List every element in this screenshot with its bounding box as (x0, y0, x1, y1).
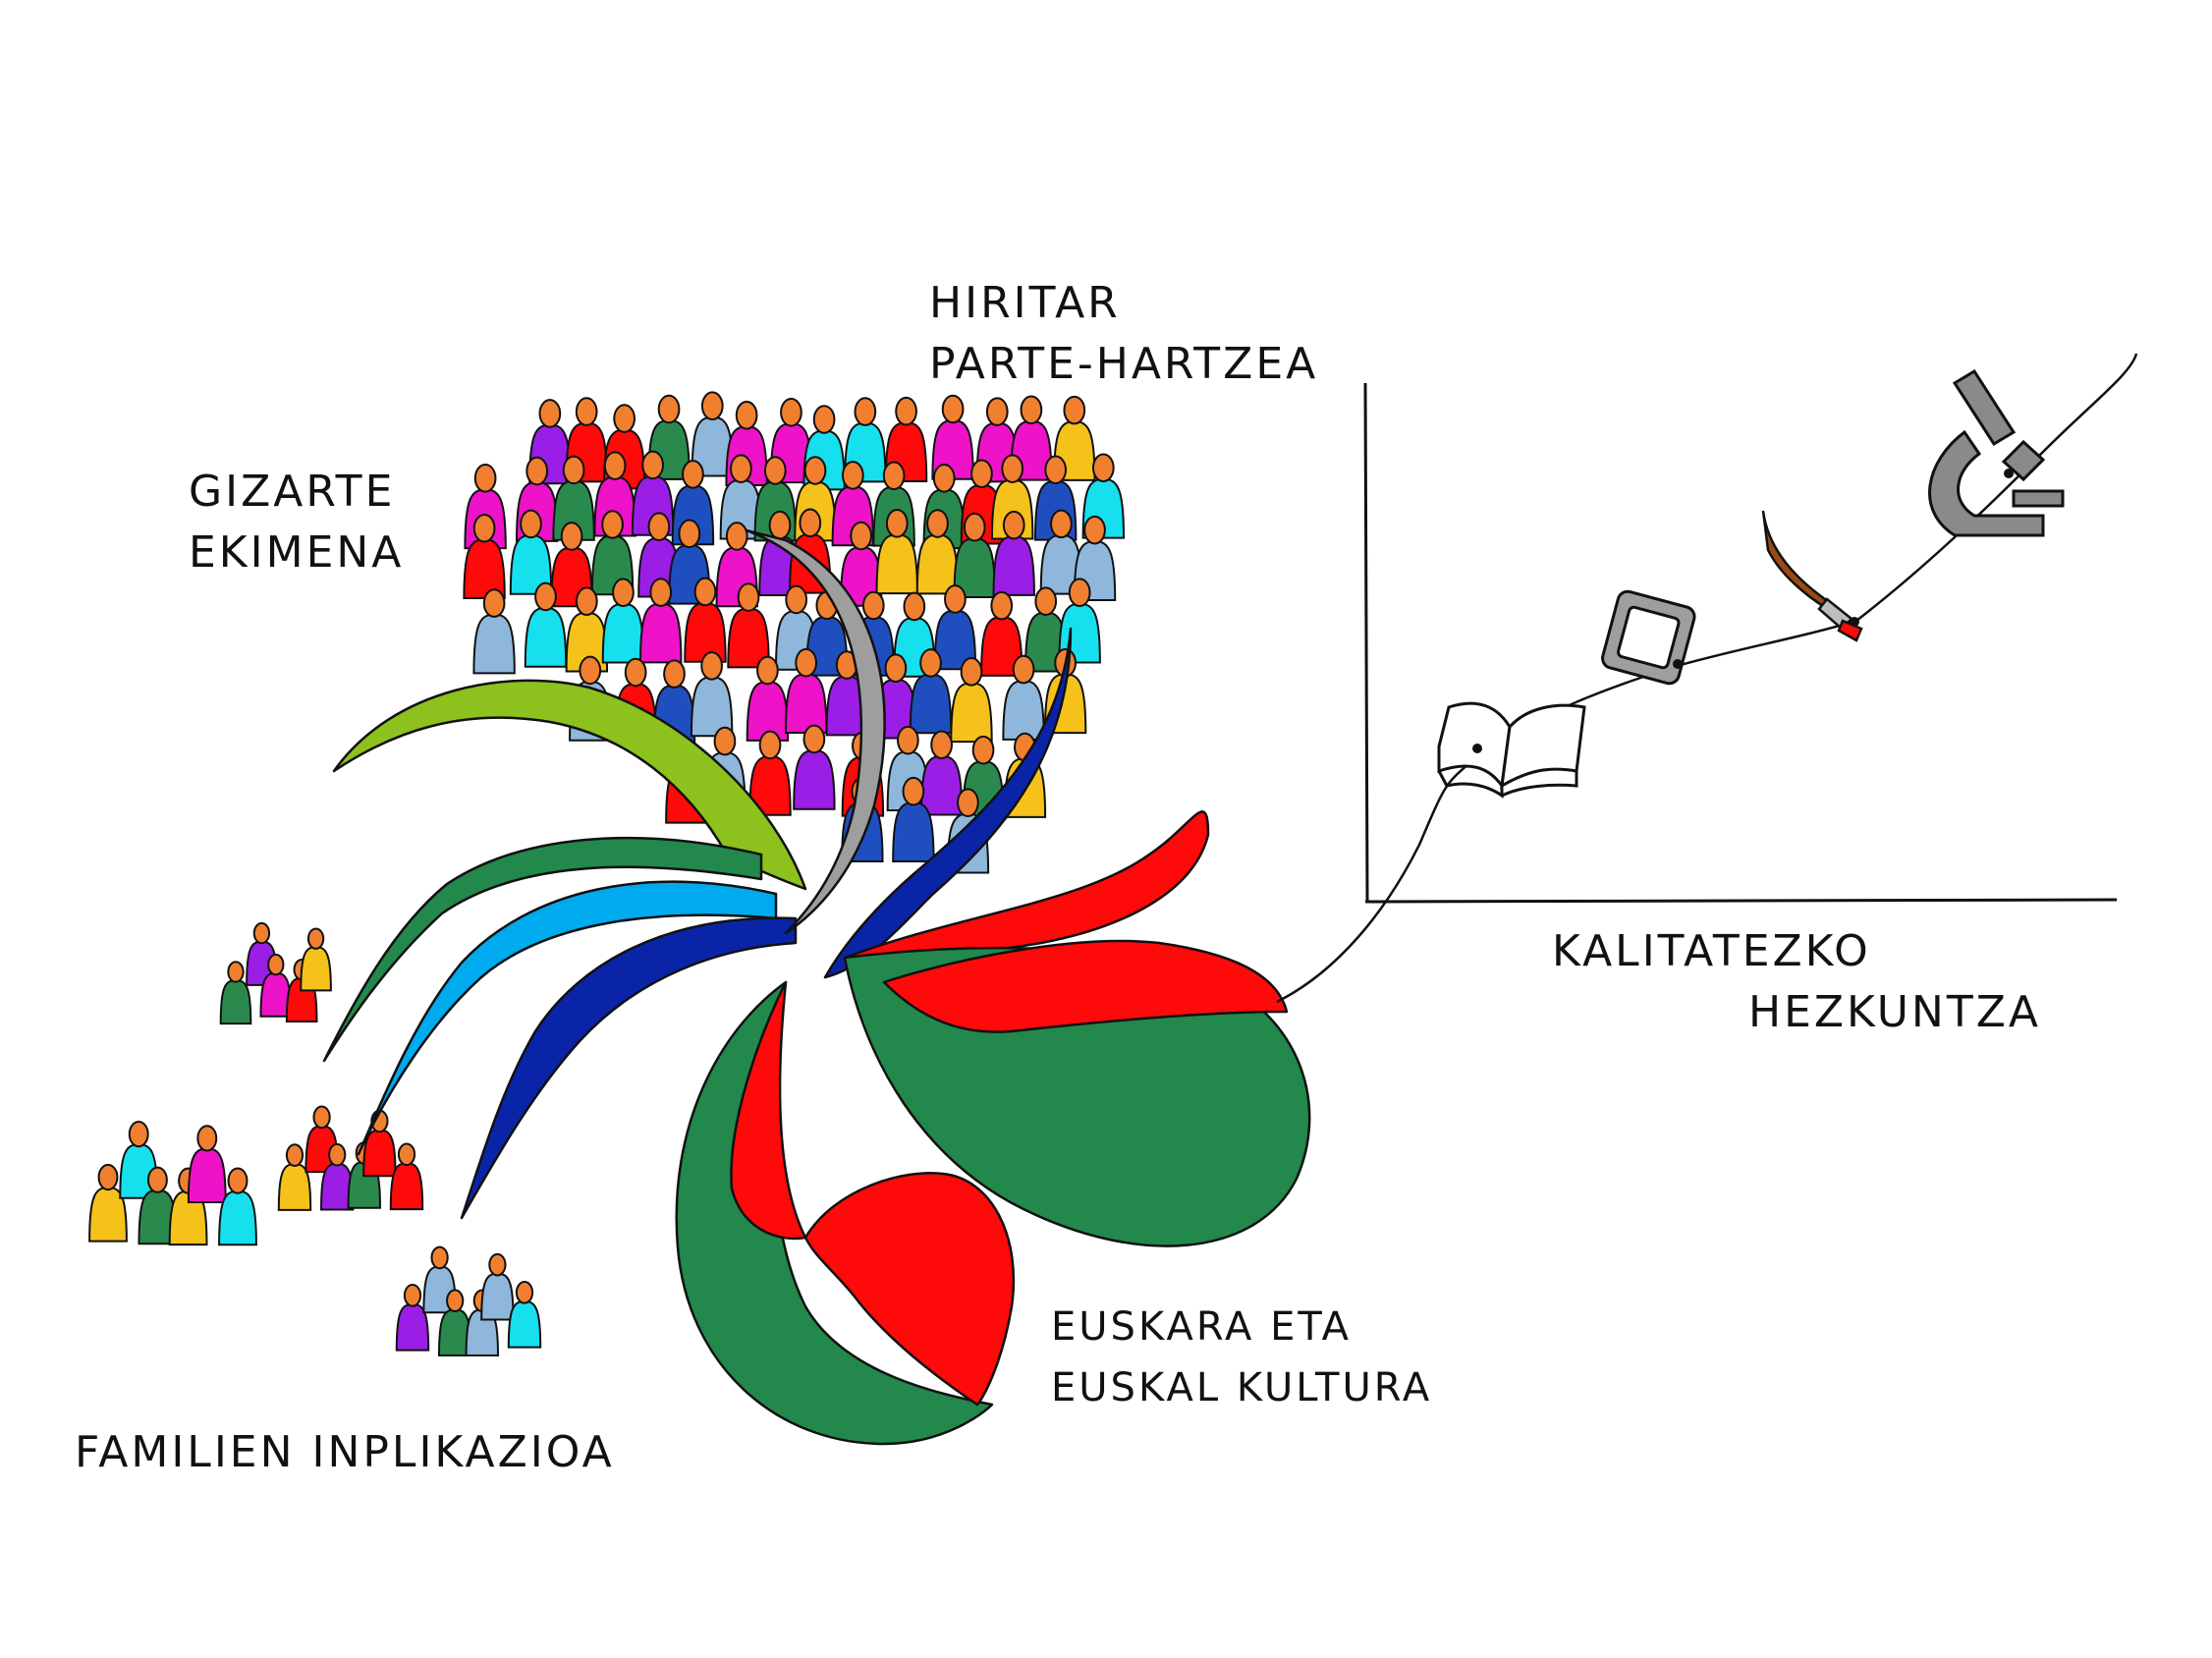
person-figure (933, 584, 977, 671)
growth-curve (1276, 353, 2138, 1004)
person-figure (980, 590, 1023, 677)
person-figure (395, 1284, 430, 1352)
graph-point (2004, 469, 2014, 478)
label-hiritar: HIRITAR (929, 278, 1121, 328)
label-familien: FAMILIEN INPLIKAZIOA (75, 1427, 615, 1477)
sky-ribbon (357, 880, 778, 1156)
label-euskal-kultura: EUSKAL KULTURA (1051, 1365, 1433, 1410)
person-figure (1002, 654, 1045, 741)
label-gizarte-ekimena: GIZARTE EKIMENA (189, 462, 404, 583)
person-figure (748, 730, 792, 816)
person-figure (793, 724, 836, 810)
red-ribbon-left (730, 980, 807, 1241)
person-figure (746, 655, 790, 742)
label-hiritar-parte-hartzea: HIRITAR PARTE-HARTZEA (929, 273, 1318, 395)
label-familien-inplikazioa: FAMILIEN INPLIKAZIOA (75, 1422, 615, 1483)
person-figure (875, 509, 918, 595)
person-figure (138, 1166, 178, 1245)
book-icon (1437, 701, 1586, 799)
person-figure (277, 1143, 312, 1211)
quality-graph (1276, 353, 2138, 1004)
person-figure (437, 1289, 472, 1357)
person-figure (684, 577, 727, 663)
person-figure (915, 509, 960, 595)
person-figure (992, 510, 1035, 596)
person-figure (950, 657, 993, 744)
label-ekimena: EKIMENA (189, 527, 405, 578)
person-figure (300, 927, 332, 992)
person-figure (509, 509, 553, 595)
graph-x-axis (1364, 898, 2118, 904)
navy-ribbon-lower (460, 916, 798, 1220)
person-figure (259, 953, 293, 1018)
graph-point (1850, 617, 1859, 627)
crowd-people-group (463, 391, 1126, 874)
gray-ribbon (745, 528, 886, 935)
graph-points (1472, 469, 2014, 753)
person-figure (909, 648, 953, 735)
family-groups (88, 921, 542, 1357)
person-figure (552, 455, 595, 541)
person-figure (362, 1109, 397, 1178)
person-figure (601, 578, 645, 664)
person-figure (218, 1167, 257, 1246)
person-figure (472, 588, 516, 675)
person-figure (892, 776, 935, 862)
person-figure (88, 1163, 128, 1243)
label-euskara-eta: EUSKARA ETA (1051, 1304, 1353, 1350)
person-figure (389, 1142, 424, 1211)
person-figure (187, 1125, 227, 1203)
person-figure (480, 1252, 515, 1321)
person-figure (319, 1142, 355, 1211)
darkgreen-ribbon-upper (322, 836, 763, 1063)
red-loop-right (882, 939, 1289, 1033)
ribbons-group (322, 528, 1311, 1446)
person-figure (1039, 509, 1083, 595)
person-figure (727, 582, 770, 669)
graph-y-axis (1363, 382, 1369, 903)
graph-point (1472, 744, 1482, 753)
person-figure (919, 730, 964, 816)
label-kalitatezko-hezkuntza: KALITATEZKO HEZKUNTZA (1552, 921, 2041, 1043)
person-figure (550, 522, 593, 608)
red-loop-bottom (803, 1172, 1016, 1407)
person-figure (463, 513, 506, 600)
person-figure (784, 647, 828, 734)
graph-point (1673, 659, 1683, 669)
microscope-icon (1928, 368, 2065, 537)
paintbrush-icon (1761, 510, 1863, 642)
person-figure (690, 651, 734, 738)
label-euskara-kultura: EUSKARA ETA EUSKAL KULTURA (1051, 1297, 1432, 1418)
person-figure (524, 581, 568, 668)
label-parte-hartzea: PARTE-HARTZEA (929, 339, 1319, 389)
label-kalitatezko: KALITATEZKO (1552, 926, 1871, 976)
tablet-icon (1601, 589, 1696, 686)
person-figure (639, 578, 683, 664)
person-figure (219, 961, 252, 1025)
person-figure (691, 391, 734, 477)
person-figure (565, 586, 609, 673)
person-figure (507, 1281, 542, 1349)
label-gizarte: GIZARTE (189, 467, 396, 517)
navy-ribbon-upper (823, 627, 1073, 979)
label-hezkuntza: HEZKUNTZA (1748, 987, 2041, 1037)
